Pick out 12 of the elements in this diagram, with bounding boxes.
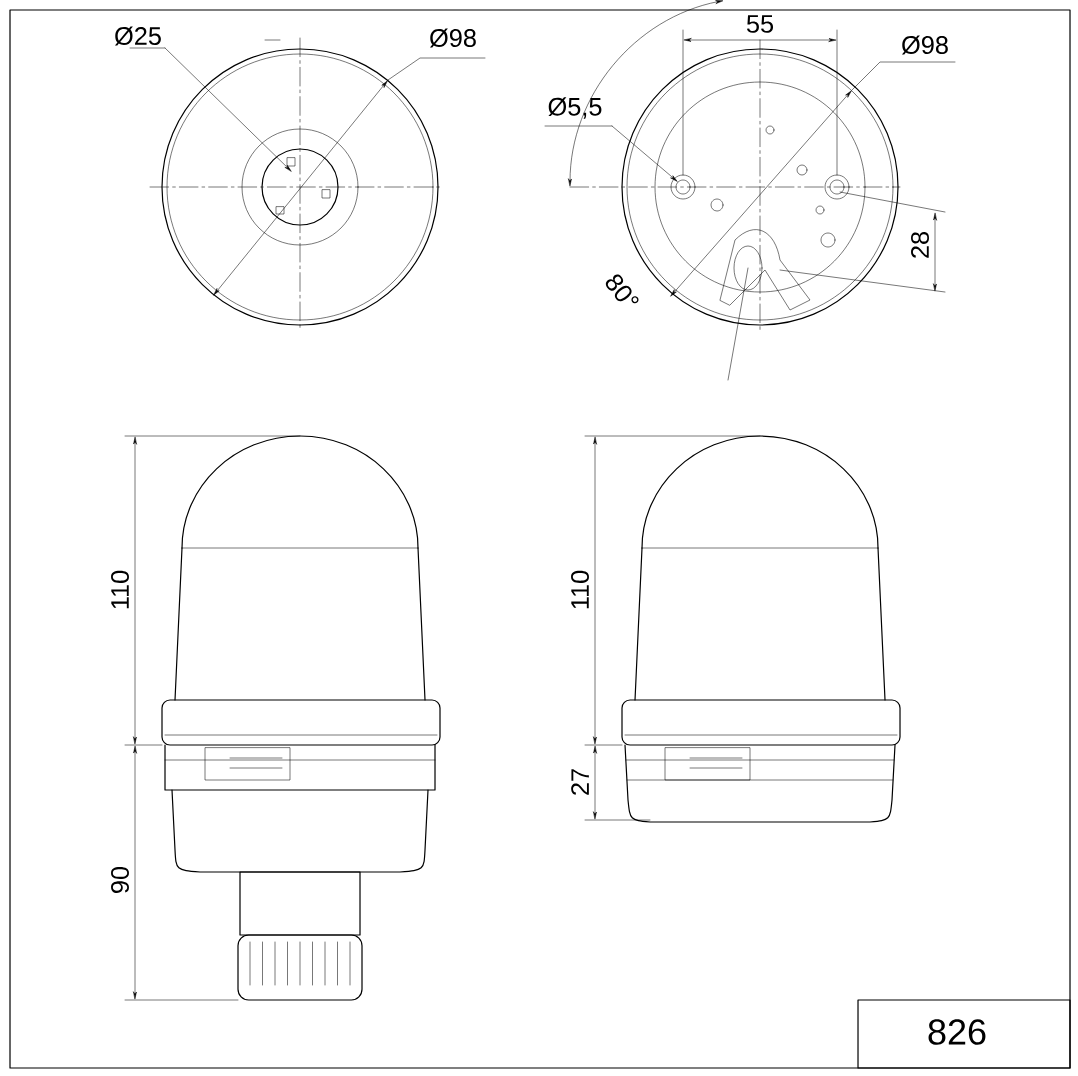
title-number: 826 <box>928 1019 986 1045</box>
dimension-label: 110 <box>571 570 589 609</box>
dimension-label: 90 <box>111 866 129 893</box>
dimension-label: 27 <box>571 769 589 795</box>
dimension-label: Ø5,5 <box>548 97 602 119</box>
dimension-label: 80° <box>605 274 639 304</box>
dimension-label: 28 <box>911 232 929 258</box>
dimension-label: Ø25 <box>114 26 161 46</box>
dimension-label: 110 <box>111 570 129 609</box>
dimension-label: 55 <box>746 15 774 33</box>
dimension-label: Ø98 <box>901 35 948 55</box>
dimension-label: Ø98 <box>429 28 476 48</box>
